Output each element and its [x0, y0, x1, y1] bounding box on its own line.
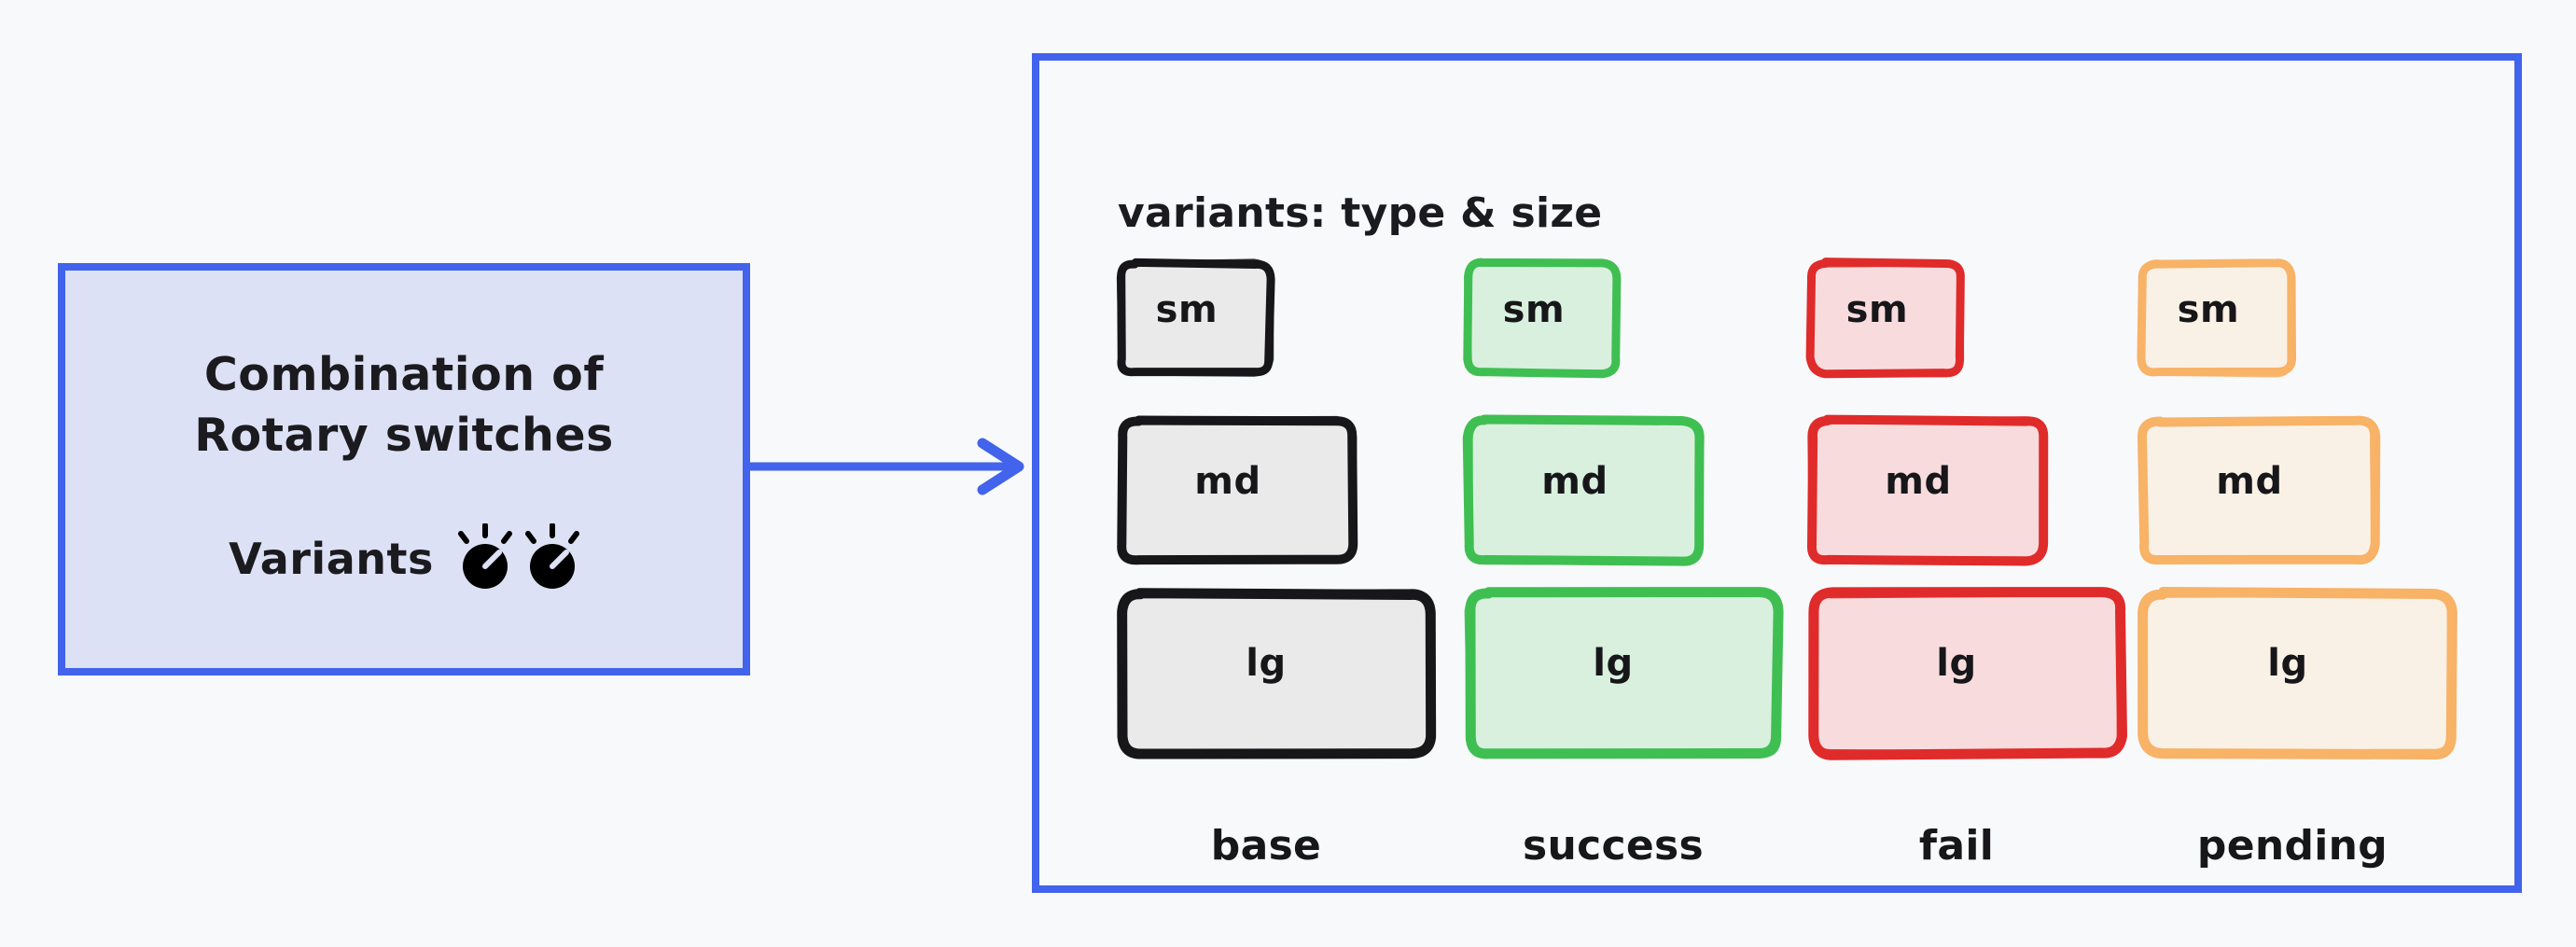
panel-heading: variants: type & size — [1118, 189, 1603, 237]
source-node-rotary-switches[interactable]: Combination of Rotary switches Variants — [58, 263, 750, 675]
connector-arrow — [746, 438, 1024, 495]
chip-label: sm — [1502, 288, 1566, 331]
chip-success-sm[interactable]: sm — [1459, 255, 1622, 379]
chip-fail-sm[interactable]: sm — [1803, 255, 1965, 379]
chip-pending-sm[interactable]: sm — [2134, 255, 2297, 378]
variant-column-label-pending: pending — [2196, 822, 2388, 870]
chip-base-md[interactable]: md — [1112, 411, 1358, 565]
rotary-knob-icon — [457, 522, 512, 594]
variant-column-pending: sm md lg pending — [2134, 255, 2488, 870]
chip-label: md — [1541, 460, 1608, 503]
variants-panel: variants: type & size sm md lg base sm md lg su… — [1032, 53, 2522, 893]
variant-column-success: sm md lg success — [1459, 255, 1814, 870]
chip-base-sm[interactable]: sm — [1112, 255, 1275, 377]
chip-label: lg — [1593, 642, 1634, 685]
source-node-variants-row: Variants — [229, 522, 579, 594]
variant-column-label-fail: fail — [1918, 822, 1995, 870]
chip-label: sm — [2177, 288, 2240, 331]
variant-column-fail: sm md lg fail — [1803, 255, 2157, 870]
chip-label: sm — [1845, 288, 1909, 331]
chip-label: sm — [1155, 288, 1218, 331]
chip-base-lg[interactable]: lg — [1112, 583, 1437, 759]
chip-pending-md[interactable]: md — [2134, 411, 2381, 565]
variant-column-label-success: success — [1523, 822, 1704, 870]
chip-success-lg[interactable]: lg — [1459, 583, 1784, 759]
chip-fail-lg[interactable]: lg — [1803, 583, 2127, 760]
chip-label: lg — [1246, 642, 1287, 685]
chip-label: md — [1194, 460, 1261, 503]
chip-label: md — [2216, 460, 2283, 503]
chip-label: md — [1885, 460, 1952, 503]
variant-column-label-base: base — [1210, 822, 1322, 870]
chip-fail-md[interactable]: md — [1803, 411, 2049, 566]
source-node-sub-label: Variants — [229, 534, 434, 585]
source-node-title: Combination of Rotary switches — [194, 347, 614, 462]
rotary-knob-icon-group — [457, 522, 579, 594]
variant-size-grid: sm md lg base sm md lg success sm md lg fail sm md lg p… — [1112, 255, 2458, 870]
chip-label: lg — [1936, 642, 1977, 685]
chip-success-md[interactable]: md — [1459, 411, 1705, 566]
chip-label: lg — [2267, 642, 2308, 685]
variant-column-base: sm md lg base — [1112, 255, 1467, 870]
rotary-knob-icon — [524, 522, 579, 594]
chip-pending-lg[interactable]: lg — [2134, 583, 2458, 760]
